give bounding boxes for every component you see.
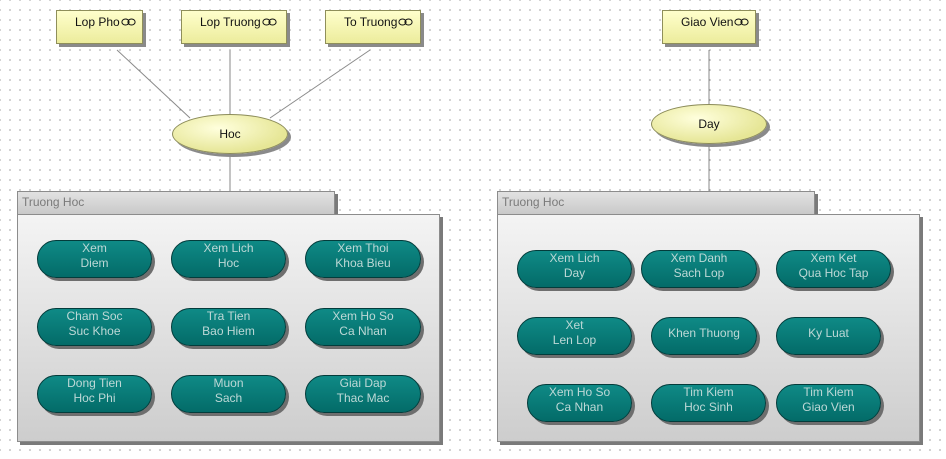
object-icon (262, 18, 277, 26)
association-day-label: Day (698, 117, 720, 131)
use-case-cham-soc-suc-khoe[interactable]: Cham Soc Suc Khoe (37, 308, 152, 346)
use-case-xem-danh-sach-lop[interactable]: Xem Danh Sach Lop (641, 250, 757, 288)
use-case-xem-diem[interactable]: Xem Diem (37, 240, 152, 278)
use-case-xem-lich-day[interactable]: Xem Lich Day (517, 250, 632, 288)
use-case-xem-lich-hoc[interactable]: Xem Lich Hoc (171, 240, 286, 278)
use-case-tim-kiem-hoc-sinh[interactable]: Tim Kiem Hoc Sinh (651, 384, 766, 422)
association-day[interactable]: Day (651, 104, 767, 144)
use-case-ky-luat[interactable]: Ky Luat (776, 317, 881, 355)
use-case-khen-thuong[interactable]: Khen Thuong (651, 317, 757, 355)
use-case-xem-ket-qua-hoc-tap[interactable]: Xem Ket Qua Hoc Tap (776, 250, 891, 288)
use-case-xem-thoi-khoa-bieu[interactable]: Xem Thoi Khoa Bieu (305, 240, 421, 278)
actor-lop-pho[interactable]: Lop Pho (56, 10, 143, 44)
use-case-xem-ho-so-ca-nhan-teacher[interactable]: Xem Ho So Ca Nhan (527, 384, 632, 422)
object-icon (398, 18, 413, 26)
use-case-giai-dap-thac-mac[interactable]: Giai Dap Thac Mac (305, 375, 421, 413)
use-case-tim-kiem-giao-vien[interactable]: Tim Kiem Giao Vien (776, 384, 881, 422)
actor-giao-vien[interactable]: Giao Vien (662, 10, 756, 44)
association-hoc-label: Hoc (219, 127, 241, 141)
actor-lop-pho-label: Lop Pho (75, 15, 120, 29)
object-icon (734, 18, 750, 26)
actor-to-truong-label: To Truong (344, 15, 398, 29)
use-case-xem-ho-so-ca-nhan[interactable]: Xem Ho So Ca Nhan (305, 308, 421, 346)
actor-to-truong[interactable]: To Truong (325, 10, 421, 44)
actor-giao-vien-label: Giao Vien (681, 15, 734, 29)
use-case-dong-tien-hoc-phi[interactable]: Dong Tien Hoc Phi (37, 375, 152, 413)
package-title: Truong Hoc (22, 195, 85, 209)
actor-lop-truong-label: Lop Truong (200, 15, 261, 29)
package-title: Truong Hoc (502, 195, 565, 209)
association-hoc[interactable]: Hoc (172, 114, 288, 154)
package-tab: Truong Hoc (17, 191, 335, 215)
use-case-xet-len-lop[interactable]: Xet Len Lop (517, 317, 632, 355)
actor-lop-truong[interactable]: Lop Truong (181, 10, 287, 44)
use-case-muon-sach[interactable]: Muon Sach (171, 375, 286, 413)
use-case-tra-tien-bao-hiem[interactable]: Tra Tien Bao Hiem (171, 308, 286, 346)
object-icon (121, 18, 136, 26)
package-tab: Truong Hoc (497, 191, 815, 215)
